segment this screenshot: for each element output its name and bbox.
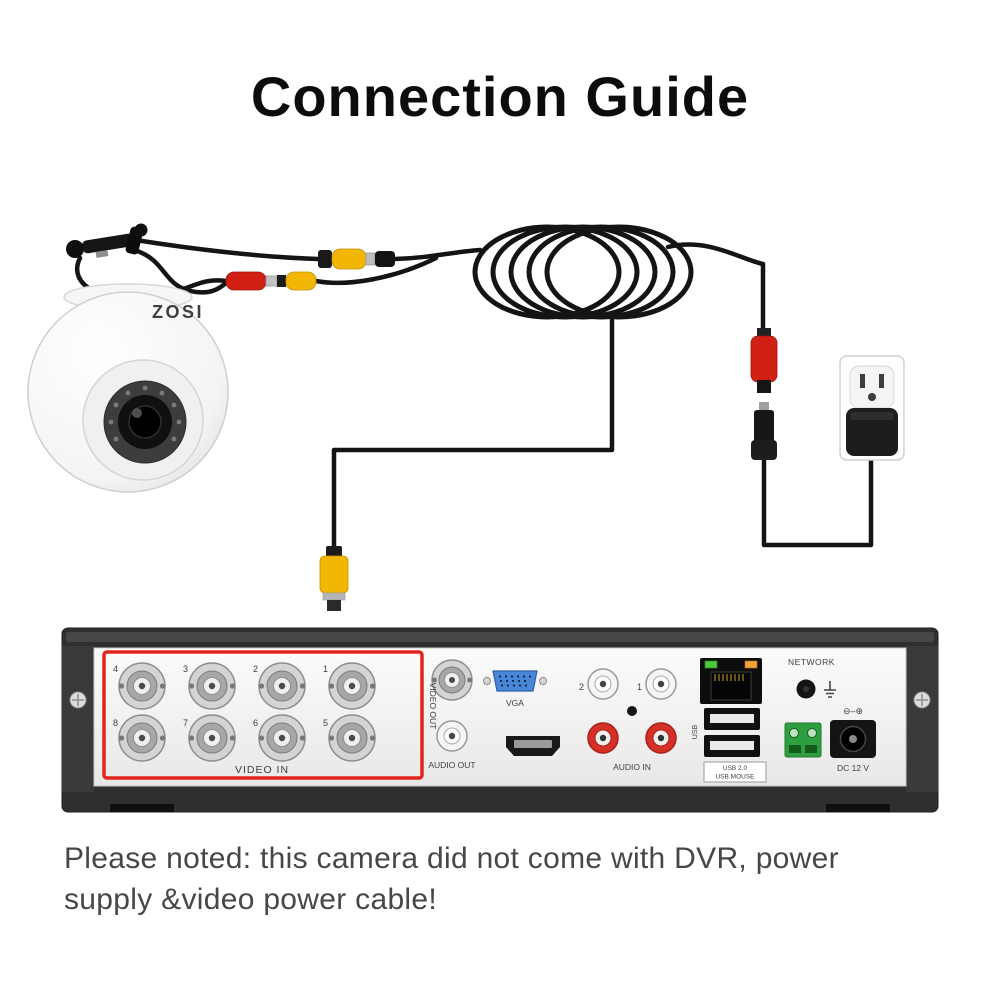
vga-label: VGA <box>506 698 524 708</box>
video-in-highlight-box <box>102 650 424 780</box>
cable-coil <box>472 224 694 320</box>
video-in-number: 6 <box>253 718 258 728</box>
dc-male-pin <box>759 402 769 411</box>
audio-in-number-right: 1 <box>637 682 642 692</box>
video-in-label: VIDEO IN <box>235 764 289 776</box>
video-in-bnc-grid: 4 3 2 1 8 7 6 5 VIDEO IN <box>113 662 376 776</box>
cable-to-dvr <box>331 314 615 550</box>
video-out-label: VIDEO OUT <box>428 683 438 730</box>
camera-pigtail-loop-3 <box>139 238 321 262</box>
dvr-foot-left <box>110 804 174 812</box>
case-screw-left <box>69 691 87 709</box>
usb-label-box <box>703 761 767 783</box>
mount-bracket <box>66 223 148 258</box>
case-screw-right <box>913 691 931 709</box>
video-in-number: 1 <box>323 664 328 674</box>
audio-in-rca-red <box>645 722 677 754</box>
bnc-port <box>258 662 306 710</box>
disclaimer-note: Please noted: this camera did not come w… <box>64 838 954 920</box>
audio-in-rca-red <box>587 722 619 754</box>
ethernet-port <box>700 658 762 704</box>
video-lead-cable <box>392 247 483 262</box>
video-in-number: 8 <box>113 718 118 728</box>
wall-outlet <box>839 355 905 461</box>
dvr-endcap-left <box>62 646 94 792</box>
usb-ports: USB USB 2.0 USB MOUSE <box>692 708 767 783</box>
terminal-block <box>784 722 822 758</box>
vga-port: VGA <box>483 670 547 708</box>
power-lead-cable <box>313 255 439 286</box>
dc-power-connectors <box>750 328 778 460</box>
bnc-connector-pair <box>318 248 395 270</box>
camera-brand-label: ZOSI <box>152 302 204 322</box>
usb-box-line1: USB 2.0 <box>723 765 748 772</box>
video-in-number: 7 <box>183 718 188 728</box>
adapter-cable <box>761 453 874 548</box>
outlet-ground-hole <box>868 393 876 401</box>
audio-in-center-hole <box>627 706 637 716</box>
dc-male-plug <box>754 410 774 442</box>
bnc-port <box>118 714 166 762</box>
dvr-endcap-right <box>906 646 938 792</box>
dvr-rear-panel: 4 3 2 1 8 7 6 5 VIDEO IN VIDEO OUT AUDIO <box>61 627 939 813</box>
bnc-port <box>118 662 166 710</box>
ethernet-led-left <box>704 660 718 669</box>
audio-in-rca-white <box>587 668 619 700</box>
dc-power-jack: ⊖–⊕ DC 12 V <box>830 706 876 773</box>
bnc-port <box>188 662 236 710</box>
ir-led-dots <box>108 385 182 442</box>
cable-lines <box>75 238 874 550</box>
audio-in-group: 2 1 AUDIO IN <box>579 668 677 772</box>
dc-female-red <box>750 335 778 383</box>
audio-out-label: AUDIO OUT <box>428 760 475 770</box>
audio-in-number-left: 2 <box>579 682 584 692</box>
bnc-port <box>188 714 236 762</box>
outlet-slot-right <box>879 374 884 388</box>
video-in-number: 5 <box>323 718 328 728</box>
dvr-foot-right <box>826 804 890 812</box>
ethernet-led-right <box>744 660 758 669</box>
camera-pigtail-loop-2 <box>131 247 229 295</box>
bnc-yellow-body <box>319 555 349 594</box>
usb-box-line2: USB MOUSE <box>715 774 755 781</box>
audio-in-rca-white <box>645 668 677 700</box>
bnc-port <box>328 714 376 762</box>
usb-vertical-label: USB <box>692 724 699 739</box>
bnc-port <box>258 714 306 762</box>
outlet-upper-socket <box>849 365 895 409</box>
audio-out-rca-port <box>436 720 468 752</box>
video-audio-out-group: VIDEO OUT AUDIO OUT <box>428 659 476 770</box>
lens-glint <box>132 408 142 418</box>
bnc-port <box>328 662 376 710</box>
dc-label: DC 12 V <box>837 763 869 773</box>
hdmi-port <box>506 736 560 756</box>
video-in-number: 3 <box>183 664 188 674</box>
video-out-bnc-port <box>431 659 473 701</box>
disclaimer-line-1: Please noted: this camera did not come w… <box>64 842 839 875</box>
dc-polarity-symbol: ⊖–⊕ <box>843 706 863 716</box>
video-in-number: 4 <box>113 664 118 674</box>
bnc-connector-to-dvr <box>319 546 349 611</box>
power-connector-pair <box>225 271 317 291</box>
ground-icon <box>824 681 836 698</box>
dome-camera: ZOSI <box>27 283 229 493</box>
page-title: Connection Guide <box>250 65 750 128</box>
video-in-number: 2 <box>253 664 258 674</box>
audio-in-label: AUDIO IN <box>613 762 651 772</box>
round-gnd-connector <box>796 679 816 699</box>
cable-to-power-connector <box>665 242 766 333</box>
outlet-slot-left <box>860 374 865 388</box>
network-label: NETWORK <box>788 657 835 667</box>
disclaimer-line-2: supply &video power cable! <box>64 883 438 916</box>
